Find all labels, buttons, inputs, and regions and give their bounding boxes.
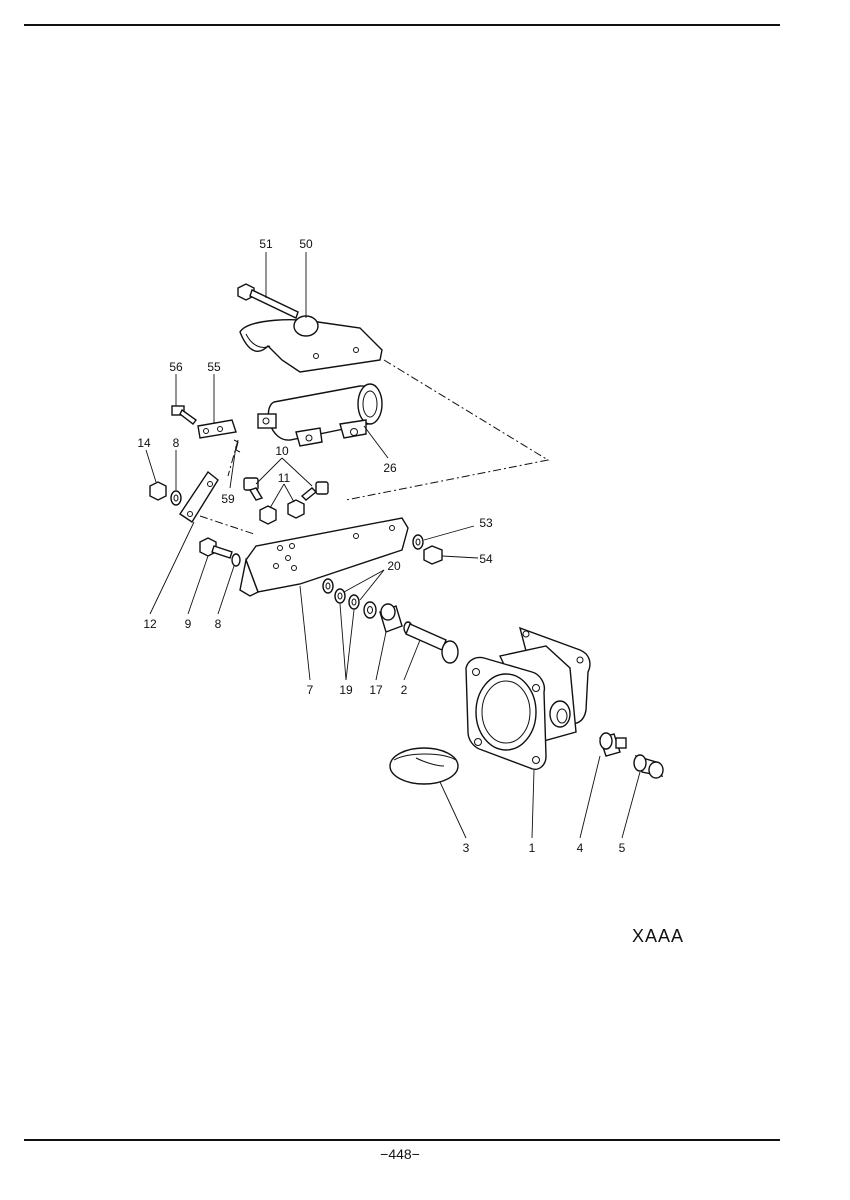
callout-55: 55 (207, 360, 221, 374)
part-20-19-washers (322, 578, 377, 619)
callout-12: 12 (143, 617, 157, 631)
callout-17: 17 (369, 683, 383, 697)
callout-11: 11 (278, 471, 291, 485)
callout-53: 53 (479, 516, 493, 530)
part-55-plate (197, 419, 237, 439)
part-8-washer-lower (231, 553, 241, 567)
callout-2: 2 (401, 683, 408, 697)
part-3-disc (389, 747, 459, 785)
part-51-bolt (237, 283, 299, 319)
callout-54: 54 (479, 552, 493, 566)
part-8-washer-upper (170, 490, 182, 506)
part-2-pin (403, 621, 459, 664)
part-9-bolt (199, 537, 233, 559)
part-4-plug (599, 732, 627, 757)
callout-10: 10 (275, 444, 289, 458)
callout-19: 19 (339, 683, 353, 697)
part-5-cap (633, 754, 664, 779)
part-11-nuts (259, 499, 305, 525)
callout-5: 5 (619, 841, 626, 855)
part-1-housing (465, 626, 591, 770)
callout-7: 7 (307, 683, 314, 697)
part-14-nut (149, 481, 167, 501)
callout-51: 51 (259, 237, 273, 251)
callout-1: 1 (529, 841, 536, 855)
bottom-rule (24, 1139, 780, 1141)
callout-labels: 51 50 56 55 14 8 10 26 59 11 53 54 20 12… (137, 237, 625, 855)
figure-code: XAAA (632, 926, 685, 946)
callout-8-upper: 8 (173, 436, 180, 450)
part-53-washer (412, 534, 424, 550)
part-12-link-plate (179, 470, 219, 523)
callout-50: 50 (299, 237, 313, 251)
callout-8-lower: 8 (215, 617, 222, 631)
callout-59: 59 (221, 492, 235, 506)
callout-20: 20 (387, 559, 401, 573)
part-7-main-bracket (239, 517, 409, 597)
part-50-cover-bracket (239, 315, 383, 373)
part-26-cylinder (257, 383, 383, 447)
page-number: −448− (380, 1146, 420, 1162)
callout-4: 4 (577, 841, 584, 855)
part-59-clip (233, 439, 241, 453)
part-10-bolts (243, 477, 329, 501)
part-56-screw (171, 405, 197, 425)
callout-26: 26 (383, 461, 397, 475)
callout-14: 14 (137, 436, 151, 450)
callout-3: 3 (463, 841, 470, 855)
top-rule (24, 24, 780, 26)
alignment-lines (199, 359, 550, 535)
leader-lines (145, 252, 641, 839)
part-54-nut (423, 545, 443, 565)
callout-56: 56 (169, 360, 183, 374)
callout-9: 9 (185, 617, 192, 631)
part-17-bush (379, 603, 403, 633)
